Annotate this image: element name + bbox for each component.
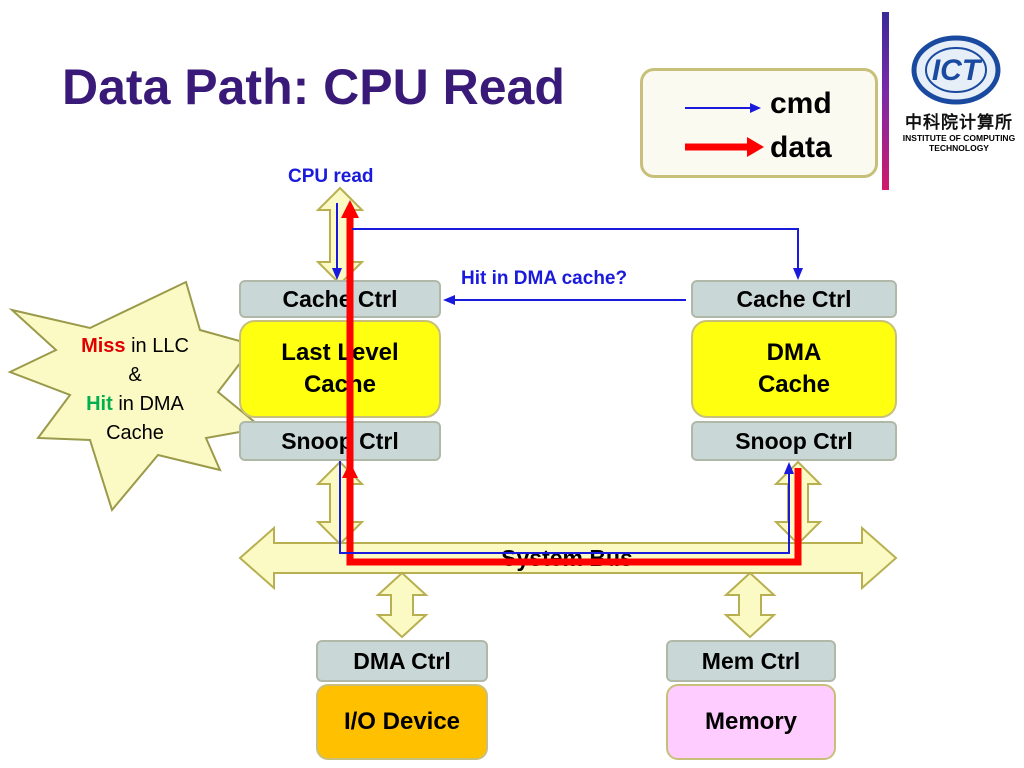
ict-logo-chinese-name: 中科院计算所 xyxy=(905,113,1013,133)
ict-logo-acronym: ICT xyxy=(931,54,981,87)
callout-miss: Miss xyxy=(81,335,126,357)
callout-last: Cache xyxy=(106,422,164,444)
slide-title: Data Path: CPU Read xyxy=(62,59,565,115)
data-path-arrowhead-snoop xyxy=(342,462,358,478)
legend-cmd-label: cmd xyxy=(770,87,832,120)
dma-cache-name-line2: Cache xyxy=(757,371,831,398)
callout-hit-rest: in DMA xyxy=(112,393,184,415)
logo-divider-bar xyxy=(882,12,889,190)
llc-name-line1: Last Level xyxy=(281,339,399,366)
cmd-arrow-cpu-to-llc xyxy=(332,203,342,280)
callout-hit: Hit xyxy=(86,393,113,415)
memory: Memory xyxy=(666,684,836,760)
ict-logo-line1: INSTITUTE OF COMPUTING xyxy=(902,133,1016,143)
callout-amp: & xyxy=(128,364,142,386)
llc-name-line2: Cache xyxy=(303,371,377,398)
data-path-arrowhead xyxy=(341,200,359,218)
legend-box: cmd data xyxy=(640,68,878,178)
dma-cache: DMA Cache xyxy=(691,320,897,418)
starburst-callout xyxy=(7,280,265,513)
system-bus-arrow xyxy=(238,525,898,591)
mem-ctrl: Mem Ctrl xyxy=(666,640,836,682)
system-bus-label: System Bus xyxy=(501,545,633,571)
cpu-read-label: CPU read xyxy=(288,166,374,187)
cmd-arrow-hit-reply xyxy=(443,295,686,305)
legend-data-arrow xyxy=(685,137,764,157)
llc-cache-ctrl: Cache Ctrl xyxy=(239,280,441,318)
ict-logo-line2: TECHNOLOGY xyxy=(929,143,989,153)
callout-miss-rest: in LLC xyxy=(125,335,189,357)
dma-cache-name-line1: DMA xyxy=(766,339,822,366)
dma-cache-ctrl: Cache Ctrl xyxy=(691,280,897,318)
dma-ctrl-bus-double-arrow xyxy=(375,571,429,639)
hit-in-dma-cache-label: Hit in DMA cache? xyxy=(461,268,628,289)
legend-cmd-arrow xyxy=(685,103,761,113)
llc-snoop-ctrl: Snoop Ctrl xyxy=(239,421,441,461)
last-level-cache: Last Level Cache xyxy=(239,320,441,418)
cmd-arrow-llc-to-dma-cache xyxy=(352,228,803,280)
io-device: I/O Device xyxy=(316,684,488,760)
callout-text: Miss in LLC & Hit in DMA Cache xyxy=(55,332,215,448)
mem-ctrl-bus-double-arrow xyxy=(723,571,777,639)
data-path-arrow xyxy=(346,215,802,566)
dma-cache-snoop-ctrl: Snoop Ctrl xyxy=(691,421,897,461)
legend-data-label: data xyxy=(770,131,832,164)
cmd-arrow-snoop-path xyxy=(339,461,794,554)
legend-arrows xyxy=(685,103,764,157)
dma-ctrl: DMA Ctrl xyxy=(316,640,488,682)
